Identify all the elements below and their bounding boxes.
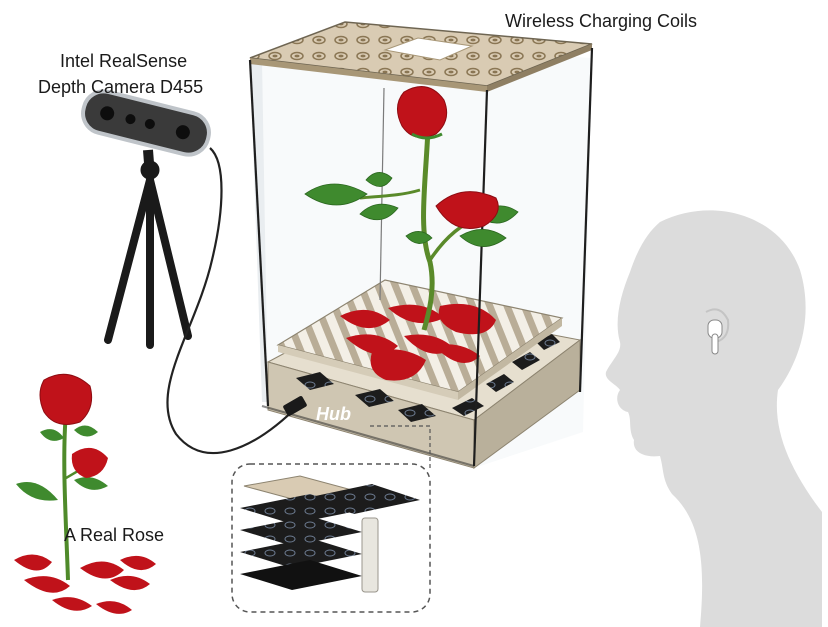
fallen-petals <box>340 303 496 381</box>
support-post <box>361 517 379 593</box>
exploded-view-frame <box>231 463 431 613</box>
enclosure <box>248 21 594 469</box>
head-silhouette-icon <box>605 210 822 627</box>
label-wireless-charging-coils: Wireless Charging Coils <box>505 11 698 31</box>
exploded-view <box>231 425 431 613</box>
depth-camera-icon <box>81 89 211 157</box>
label-real-rose: A Real Rose <box>64 525 165 545</box>
label-camera-model: Depth Camera D455 <box>38 77 204 97</box>
rose-petals-ground <box>14 554 156 614</box>
rose-in-enclosure <box>304 86 519 331</box>
tripod-icon <box>104 149 192 349</box>
rose-bud-top <box>397 86 448 139</box>
camera-cable <box>166 147 301 455</box>
rose-icon <box>14 373 156 614</box>
cable-plug <box>283 396 307 416</box>
label-hub: Hub <box>316 404 351 424</box>
label-camera-name: Intel RealSense <box>60 51 188 71</box>
rose-bloom-side <box>435 191 499 229</box>
earbud-icon <box>707 319 723 355</box>
